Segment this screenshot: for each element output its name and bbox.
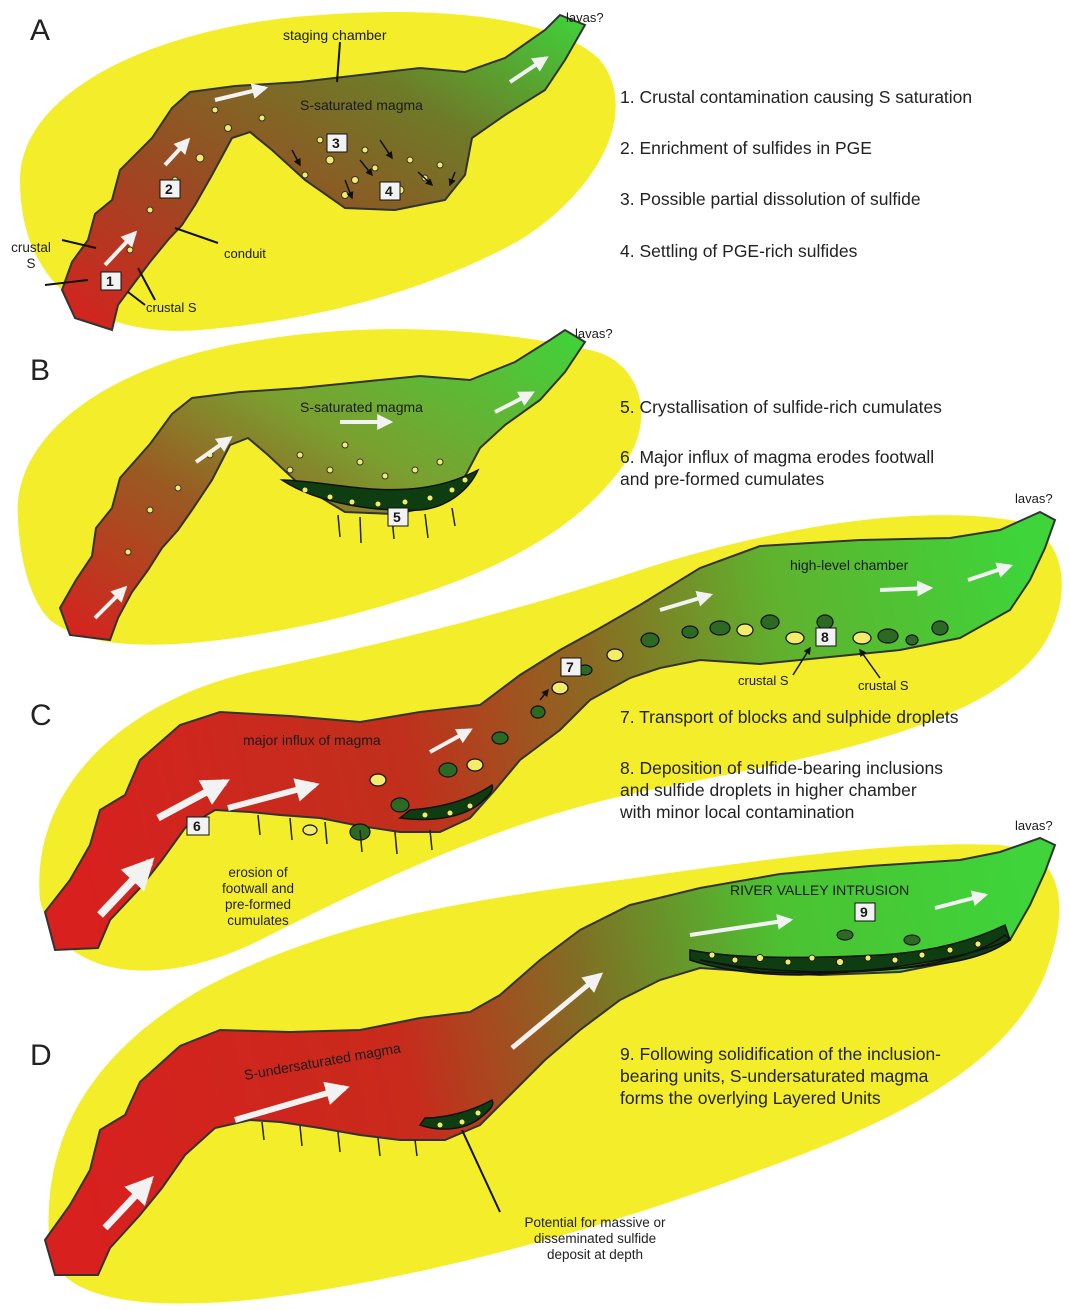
crustal-s-bottom-label: crustal S <box>146 300 197 315</box>
step-4: 4. Settling of PGE-rich sulfides <box>620 240 1060 262</box>
marker-8: 8 <box>816 628 836 646</box>
marker-6-text: 6 <box>193 818 201 834</box>
panel-letter-b: B <box>30 354 50 387</box>
crustal-s-left-label: crustal S <box>6 240 56 272</box>
marker-2-text: 2 <box>165 181 173 197</box>
step-2: 2. Enrichment of sulfides in PGE <box>620 137 1060 159</box>
marker-7-text: 7 <box>566 659 574 675</box>
marker-9-text: 9 <box>860 904 868 920</box>
lavas-label-c: lavas? <box>1015 491 1053 506</box>
step-8: 8. Deposition of sulfide-bearing inclusi… <box>620 757 1060 823</box>
staging-chamber-label: staging chamber <box>283 27 387 43</box>
step-5: 5. Crystallisation of sulfide-rich cumul… <box>620 396 1060 418</box>
erosion-label: erosion of footwall and pre-formed cumul… <box>208 865 308 929</box>
step-3: 3. Possible partial dissolution of sulfi… <box>620 188 1060 210</box>
magma-label-a: S-saturated magma <box>300 97 423 113</box>
step-9: 9. Following solidification of the inclu… <box>620 1043 1060 1109</box>
high-level-chamber-label: high-level chamber <box>790 557 909 573</box>
conduit-label: conduit <box>224 246 266 261</box>
marker-7: 7 <box>561 658 581 676</box>
panel-letter-c: C <box>30 699 52 732</box>
marker-2: 2 <box>160 180 180 198</box>
marker-3-text: 3 <box>332 135 340 151</box>
marker-3: 3 <box>327 134 347 152</box>
marker-6: 6 <box>187 817 209 835</box>
magma-label-b: S-saturated magma <box>300 399 423 415</box>
marker-4-text: 4 <box>385 183 393 199</box>
river-valley-intrusion-label: RIVER VALLEY INTRUSION <box>730 882 909 898</box>
panel-letter-a: A <box>30 14 50 47</box>
marker-9: 9 <box>855 903 875 921</box>
step-7: 7. Transport of blocks and sulphide drop… <box>620 706 1060 728</box>
marker-5: 5 <box>388 508 408 526</box>
marker-4: 4 <box>380 182 400 200</box>
marker-1: 1 <box>101 272 121 290</box>
marker-5-text: 5 <box>393 509 401 525</box>
marker-8-text: 8 <box>821 629 829 645</box>
deposit-label: Potential for massive or disseminated su… <box>490 1215 700 1263</box>
marker-1-text: 1 <box>106 273 114 289</box>
lavas-label-b: lavas? <box>575 326 613 341</box>
magma-label-c: major influx of magma <box>243 732 381 748</box>
step-6: 6. Major influx of magma erodes footwall… <box>620 446 1060 490</box>
panel-letter-d: D <box>30 1039 52 1072</box>
step-1: 1. Crustal contamination causing S satur… <box>620 86 1060 108</box>
crustal-s-label-2: crustal S <box>858 678 909 693</box>
lavas-label-a: lavas? <box>566 10 604 25</box>
crustal-s-label-1: crustal S <box>738 673 789 688</box>
